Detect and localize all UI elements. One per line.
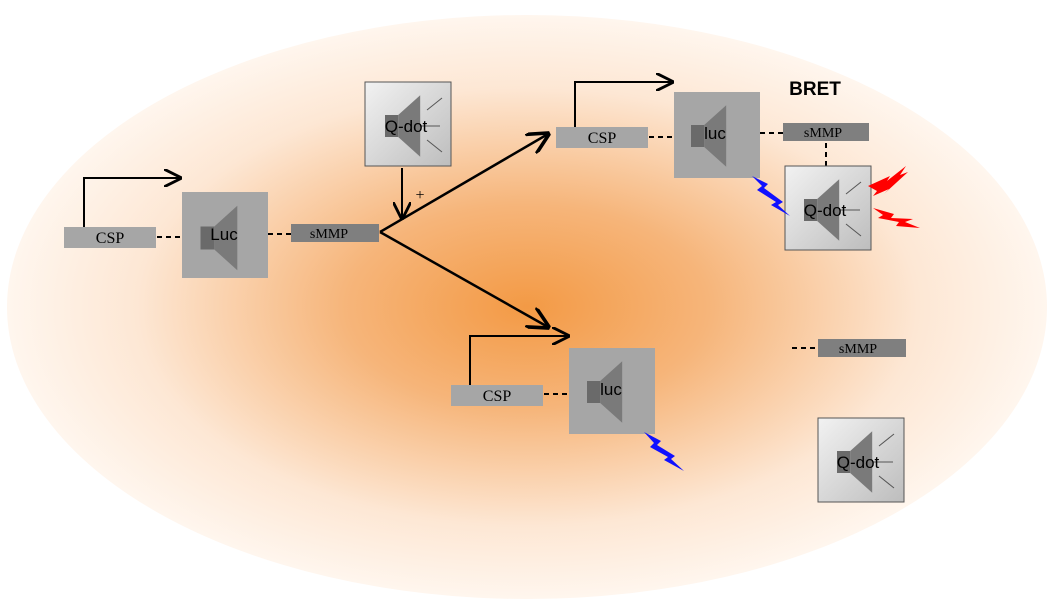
branch-arrow-up — [379, 134, 548, 234]
smmp-box — [783, 123, 869, 141]
lightning-icon — [644, 432, 684, 471]
lightning-icon — [752, 176, 790, 216]
promoter-arrow-icon — [574, 82, 672, 128]
bret-title: BRET — [789, 79, 841, 100]
qdot-top: Q-dot — [364, 81, 452, 167]
construct-left: CSP Luc sMMP — [64, 178, 379, 278]
branch-arrow-down — [379, 230, 548, 327]
cell-background — [7, 15, 1047, 599]
luc-label: luc — [704, 124, 726, 143]
smmp-label: sMMP — [310, 227, 348, 242]
smmp-label: sMMP — [839, 342, 877, 357]
lightning-icon — [868, 166, 908, 196]
csp-box — [556, 127, 648, 148]
smmp-box — [818, 339, 906, 357]
csp-label: CSP — [483, 388, 512, 405]
qdot-free: Q-dot — [817, 417, 905, 503]
qdot-label: Q-dot — [837, 453, 880, 472]
qdot-bound: Q-dot — [784, 165, 872, 251]
csp-box — [451, 385, 543, 406]
qdot-label: Q-dot — [804, 201, 847, 220]
csp-label: CSP — [588, 130, 617, 147]
csp-box — [64, 227, 156, 248]
plus-sign: + — [415, 187, 424, 204]
luc-label: luc — [600, 380, 622, 399]
free-smmp: sMMP — [792, 339, 906, 357]
smmp-label: sMMP — [804, 126, 842, 141]
csp-label: CSP — [96, 230, 125, 247]
construct-top-right: CSP luc sMMP — [556, 82, 869, 178]
qdot-label: Q-dot — [385, 117, 428, 136]
smmp-box — [291, 224, 379, 242]
luc-label: Luc — [210, 225, 238, 244]
promoter-arrow-icon — [469, 336, 568, 385]
lightning-icon — [873, 208, 920, 228]
construct-bottom: CSP luc — [451, 336, 655, 434]
promoter-arrow-icon — [83, 178, 180, 228]
